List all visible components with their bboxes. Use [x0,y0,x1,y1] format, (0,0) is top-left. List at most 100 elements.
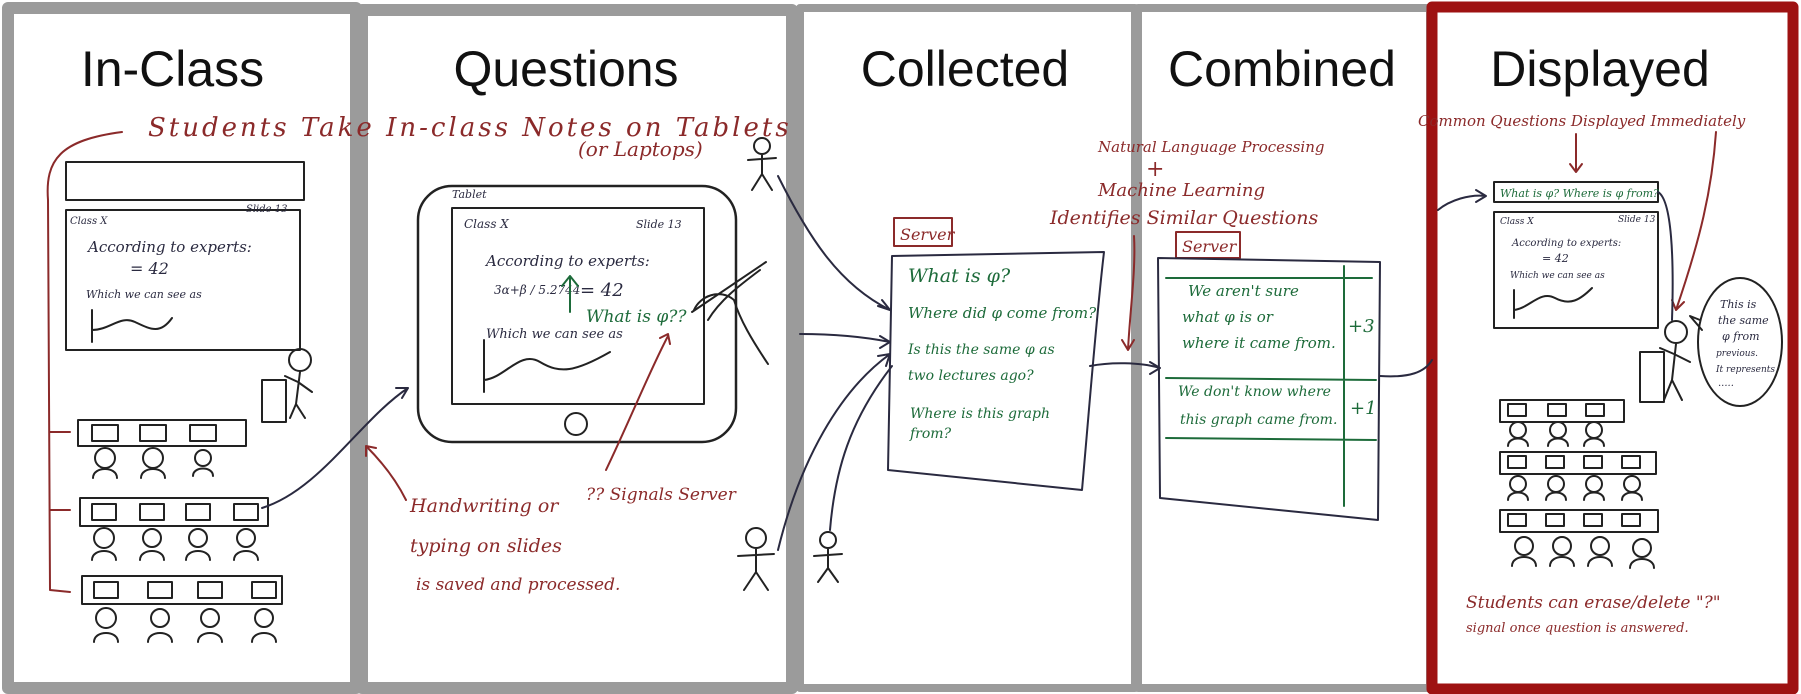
speech-bubble [1697,277,1783,407]
teacher-body [284,371,313,419]
bubble-line-2: the same [1718,314,1769,327]
slide-graph [91,309,173,343]
display-equation: = 42 [1542,252,1569,265]
combined-2a: We don't know where [1178,384,1331,400]
server-label-2: Server [1182,237,1238,256]
combined-1c: where it came from. [1182,334,1336,352]
lectern [261,379,287,423]
erase-line-2: signal once question is answered. [1466,621,1689,636]
red-bracket-arrow [46,131,123,593]
combined-1a: We aren't sure [1188,282,1299,300]
panel-frame-displayed [1426,1,1799,694]
display-teacher-head [1664,320,1688,344]
combined-2b: this graph came from. [1180,412,1337,428]
display-teacher-body [1659,343,1691,401]
combined-1b: what φ is or [1182,308,1274,326]
student-figure-bottom [737,527,775,591]
ml-text: Machine Learning [1097,180,1265,201]
combined-2-count: +1 [1350,398,1377,419]
tablet-according-text: According to experts: [484,252,650,270]
slide-equation-text: = 42 [130,259,169,278]
question-banner-text: What is φ? Where is φ from? [1500,187,1659,200]
display-desk-row-3 [1499,509,1659,533]
common-questions-text: Common Questions Displayed Immediately [1418,112,1746,130]
question-4a: Where is this graph [910,406,1050,422]
display-slide-class: Class X [1500,217,1534,227]
display-lectern [1639,351,1665,403]
combined-sheet [1157,257,1381,521]
slide-class-label: Class X [70,216,108,227]
panel-title-displayed: Displayed [1490,41,1710,97]
speech-bubble-tail [1689,315,1703,331]
combined-grid [1165,265,1377,507]
student-figure-top [747,137,777,191]
tablet-frame [416,184,738,444]
bubble-line-4: previous. [1716,349,1758,359]
question-1: What is φ? [908,265,1011,287]
panel-frame-questions [356,4,798,694]
desk-row-1 [77,419,247,447]
students-row-2 [91,503,259,561]
combined-to-display-arrow [1379,359,1433,378]
projected-slide [65,209,301,351]
panel-title-questions: Questions [453,41,679,97]
laptops-text: (or Laptops) [578,137,703,161]
question-2: Where did φ come from? [908,304,1097,322]
nlp-text: Natural Language Processing [1097,138,1324,156]
arrow-to-tablet [261,387,409,509]
panel-title-collected: Collected [860,41,1070,97]
green-up-arrow [561,275,579,313]
question-sheet [887,251,1105,491]
panel-frame-in-class [2,2,362,694]
bubble-line-1: This is [1720,298,1757,311]
bubble-line-3: φ from [1722,330,1760,343]
student-figure-small [813,531,843,583]
handwriting-line-3: is saved and processed. [416,575,620,595]
collect-arrow-mid [799,333,891,349]
bubble-line-6: ..... [1718,378,1734,389]
whiteboard-strip [65,161,305,201]
server-label-1: Server [900,225,956,244]
red-down-arrow [1121,235,1136,351]
sheet-to-combined-arrow [1089,361,1161,375]
tablet-class-label: Class X [464,217,509,231]
slide-according-text: According to experts: [86,238,252,256]
plus-text: + [1146,157,1164,182]
erase-line-1: Students can erase/delete "?" [1466,593,1721,613]
display-in-arrow [1437,189,1487,211]
server-label-box-1 [893,217,953,247]
red-hook-arrow [365,445,407,501]
tablet-home-button [564,412,588,436]
panel-title-in-class: In-Class [80,41,265,97]
tablet-fraction-text: 3α+β / 5.2744 [494,283,580,297]
slide-which-text: Which we can see as [86,288,202,301]
tablet-label: Tablet [452,188,487,201]
combined-1-count: +3 [1348,316,1375,337]
tablet-screen [451,207,705,405]
display-slide [1493,211,1659,329]
what-is-phi-note: What is φ?? [586,307,687,327]
desk-row-3 [81,575,283,605]
tablet-which-text: Which we can see as [486,327,623,342]
tablet-graph [483,339,611,393]
display-slide-number: Slide 13 [1618,215,1656,225]
red-bubble-arrow [1671,131,1717,311]
display-according: According to experts: [1511,238,1621,249]
students-row-3 [93,581,277,643]
handwriting-line-1: Handwriting or [409,495,560,517]
panel-title-combined: Combined [1168,41,1396,97]
hand-with-stylus [691,261,769,365]
red-signal-arrow [605,333,671,471]
desk-row-2 [79,497,269,527]
display-desk-row-2 [1499,451,1657,475]
students-row-1 [91,424,217,479]
question-3a: Is this the same φ as [907,342,1055,358]
display-students [1507,403,1655,569]
identify-text: Identifies Similar Questions [1049,207,1318,229]
tablet-equation-text: = 42 [580,280,624,301]
signals-server-text: ?? Signals Server [586,485,737,505]
question-4b: from? [909,426,952,442]
display-which: Which we can see as [1510,271,1605,281]
